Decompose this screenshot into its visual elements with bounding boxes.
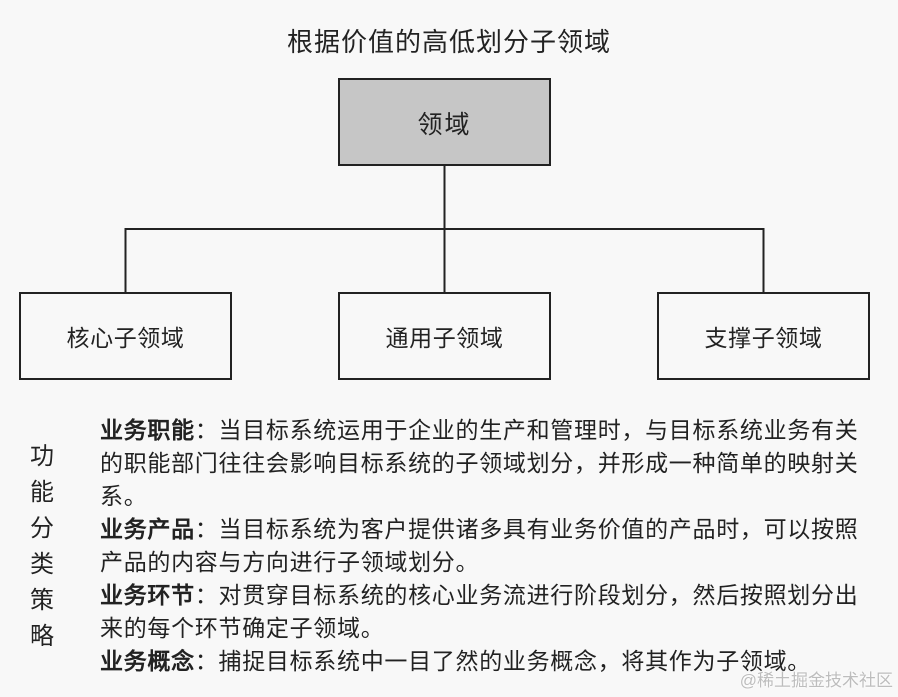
strategy-list: 业务职能：当目标系统运用于企业的生产和管理时，与目标系统业务有关的职能部门往往会… (100, 414, 866, 678)
strategy-item: 业务产品：当目标系统为客户提供诸多具有业务价值的产品时，可以按照产品的内容与方向… (100, 513, 866, 579)
root-node: 领域 (338, 78, 551, 166)
child-node-supporting: 支撑子领域 (657, 292, 870, 380)
strategy-item-label: 业务产品 (100, 516, 195, 542)
strategy-vertical-heading: 功能分类策略 (30, 443, 54, 650)
strategy-item-text: ：当目标系统为客户提供诸多具有业务价值的产品时，可以按照产品的内容与方向进行子领… (100, 516, 859, 575)
strategy-item-text: ：对贯穿目标系统的核心业务流进行阶段划分，然后按照划分出来的每个环节确定子领域。 (100, 582, 859, 641)
strategy-item-label: 业务概念 (100, 648, 195, 674)
root-node-label: 领域 (417, 111, 472, 139)
child-node-label: 核心子领域 (66, 325, 185, 351)
child-node-generic: 通用子领域 (338, 292, 551, 380)
diagram-title: 根据价值的高低划分子领域 (286, 27, 611, 57)
strategy-item: 业务环节：对贯穿目标系统的核心业务流进行阶段划分，然后按照划分出来的每个环节确定… (100, 579, 866, 645)
strategy-item: 业务概念：捕捉目标系统中一目了然的业务概念，将其作为子领域。 (100, 645, 866, 678)
watermark: @稀土掘金技术社区 (739, 671, 893, 690)
strategy-item: 业务职能：当目标系统运用于企业的生产和管理时，与目标系统业务有关的职能部门往往会… (100, 414, 866, 513)
child-node-core: 核心子领域 (19, 292, 232, 380)
strategy-item-label: 业务环节 (100, 582, 195, 608)
strategy-item-text: ：当目标系统运用于企业的生产和管理时，与目标系统业务有关的职能部门往往会影响目标… (100, 417, 859, 509)
strategy-item-label: 业务职能 (100, 417, 195, 443)
strategy-item-text: ：捕捉目标系统中一目了然的业务概念，将其作为子领域。 (194, 648, 812, 674)
child-node-label: 支撑子领域 (704, 325, 823, 351)
child-node-label: 通用子领域 (385, 325, 504, 351)
